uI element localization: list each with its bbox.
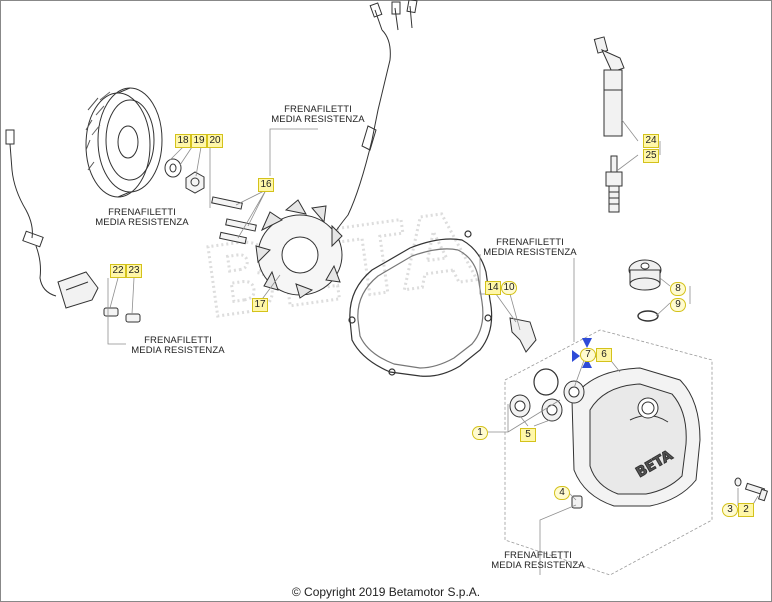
spark-plug (605, 155, 623, 213)
callout-23[interactable]: 23 (126, 264, 142, 278)
callout-20[interactable]: 20 (207, 134, 223, 148)
callout-14[interactable]: 14 (485, 281, 501, 295)
cover-gasket (348, 230, 493, 377)
callout-25[interactable]: 25 (643, 149, 659, 163)
seal-7 (563, 380, 585, 404)
bearing-5-left (509, 394, 531, 418)
callout-22[interactable]: 22 (110, 264, 126, 278)
note-line-2: MEDIA RESISTENZA (491, 560, 585, 571)
note-pickup-threadlock: FRENAFILETTI MEDIA RESISTENZA (118, 336, 238, 356)
callout-5[interactable]: 5 (520, 428, 536, 442)
note-cover-threadlock: FRENAFILETTI MEDIA RESISTENZA (468, 238, 592, 258)
pickup-screws (103, 307, 141, 323)
pickup-sensor (5, 129, 99, 309)
note-flywheel-threadlock: FRENAFILETTI MEDIA RESISTENZA (82, 208, 202, 228)
note-line-2: MEDIA RESISTENZA (483, 247, 577, 258)
note-stator-threadlock: FRENAFILETTI MEDIA RESISTENZA (258, 105, 378, 125)
callout-2[interactable]: 2 (738, 503, 754, 517)
circlip (533, 368, 559, 396)
filler-plug (628, 259, 662, 291)
callout-1[interactable]: 1 (472, 426, 488, 440)
filler-oring (637, 310, 659, 322)
callout-7[interactable]: 7 (580, 348, 596, 362)
flywheel-washer (164, 158, 182, 178)
note-line-1: FRENAFILETTI (504, 550, 572, 561)
bracket-14 (509, 317, 537, 353)
callout-6[interactable]: 6 (596, 348, 612, 362)
cover-assembly-outline (504, 329, 713, 576)
note-line-2: MEDIA RESISTENZA (95, 217, 189, 228)
cover-bolt (734, 477, 769, 502)
callout-16[interactable]: 16 (258, 178, 274, 192)
callout-18[interactable]: 18 (175, 134, 191, 148)
callout-4[interactable]: 4 (554, 486, 570, 500)
callout-9[interactable]: 9 (670, 298, 686, 312)
callout-19[interactable]: 19 (191, 134, 207, 148)
stator-screws (211, 196, 257, 245)
spark-plug-cap (593, 36, 625, 137)
callout-24[interactable]: 24 (643, 134, 659, 148)
bearing-5-right (541, 398, 563, 422)
ignition-cover: BETA (571, 367, 701, 507)
note-bottom-threadlock: FRENAFILETTI MEDIA RESISTENZA (478, 551, 598, 571)
note-line-1: FRENAFILETTI (284, 104, 352, 115)
note-line-1: FRENAFILETTI (144, 335, 212, 346)
note-line-1: FRENAFILETTI (496, 237, 564, 248)
stator-coil (255, 199, 343, 299)
callout-17[interactable]: 17 (252, 298, 268, 312)
callout-3[interactable]: 3 (722, 503, 738, 517)
flywheel-nut (185, 171, 205, 194)
callout-8[interactable]: 8 (670, 282, 686, 296)
flywheel-rotor (85, 87, 163, 198)
note-line-2: MEDIA RESISTENZA (271, 114, 365, 125)
stator-wires (329, 0, 418, 241)
note-line-1: FRENAFILETTI (108, 207, 176, 218)
copyright-notice: © Copyright 2019 Betamotor S.p.A. (291, 585, 481, 599)
callout-10[interactable]: 10 (501, 281, 517, 295)
note-line-2: MEDIA RESISTENZA (131, 345, 225, 356)
